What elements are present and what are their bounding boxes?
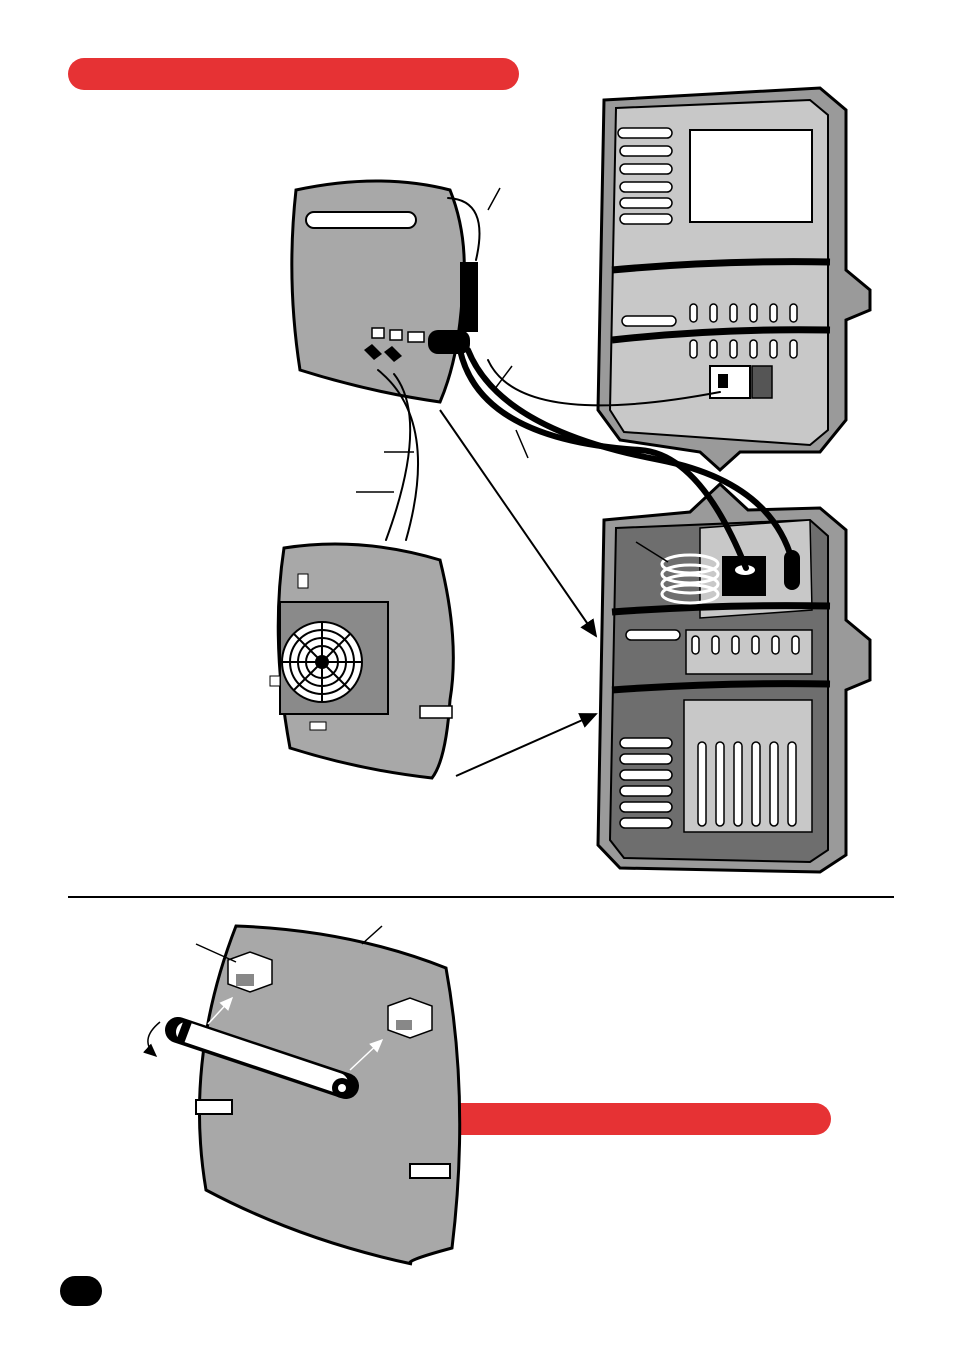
page-number-badge (60, 1276, 102, 1306)
rotate-arrow-icon (143, 1021, 161, 1057)
uv-lamp-tube-icon (165, 1017, 359, 1099)
section-heading-banner-top (68, 58, 519, 90)
unit-housing-icon (596, 481, 872, 874)
lamp-holder-clip-icon (227, 951, 433, 1039)
fan-cover-icon (269, 542, 455, 780)
unit-housing-icon (596, 86, 872, 473)
lamp-cover-icon (290, 179, 478, 404)
section-divider (68, 896, 894, 898)
